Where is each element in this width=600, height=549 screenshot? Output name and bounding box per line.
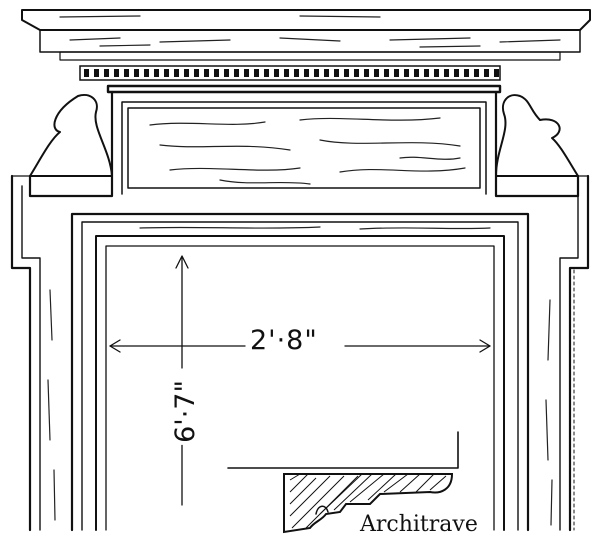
dentil-block (354, 69, 359, 77)
dentil-block (164, 69, 169, 77)
height-dimension-label: 6'·7" (169, 378, 201, 445)
dentil-row (79, 65, 501, 81)
dentil-block (204, 69, 209, 77)
dentil-block (224, 69, 229, 77)
architrave-section (227, 431, 459, 534)
dentil-block (274, 69, 279, 77)
dentil-block (434, 69, 439, 77)
cornice (21, 9, 591, 81)
dentil-block (484, 69, 489, 77)
height-dimension (175, 255, 189, 506)
dentil-block (304, 69, 309, 77)
dentil-block (144, 69, 149, 77)
dentil-block (414, 69, 419, 77)
dentil-block (134, 69, 139, 77)
dentil-block (394, 69, 399, 77)
frieze-panel (28, 84, 580, 198)
dentil-block (94, 69, 99, 77)
dentil-block (284, 69, 289, 77)
dentil-block (214, 69, 219, 77)
dentil-block (474, 69, 479, 77)
dentil-block (374, 69, 379, 77)
dentil-block (114, 69, 119, 77)
width-dimension-label: 2'·8" (246, 327, 322, 354)
dentil-block (254, 69, 259, 77)
dentil-block (464, 69, 469, 77)
dentil-block (364, 69, 369, 77)
dentil-block (174, 69, 179, 77)
architrave-frame (10, 174, 590, 532)
dentil-block (244, 69, 249, 77)
width-dimension (109, 339, 491, 353)
dentil-block (124, 69, 129, 77)
dentil-block (294, 69, 299, 77)
dentil-block (324, 69, 329, 77)
dentil-block (184, 69, 189, 77)
dentil-block (264, 69, 269, 77)
dentil-block (104, 69, 109, 77)
dentil-block (314, 69, 319, 77)
dentil-block (494, 69, 499, 77)
dentil-block (194, 69, 199, 77)
dentil-block (154, 69, 159, 77)
dentil-block (384, 69, 389, 77)
architrave-section-label: Architrave (360, 512, 478, 537)
dentil-block (84, 69, 89, 77)
dentil-block (424, 69, 429, 77)
dentil-block (454, 69, 459, 77)
dentil-block (444, 69, 449, 77)
dentil-block (334, 69, 339, 77)
dentil-block (404, 69, 409, 77)
dentil-block (234, 69, 239, 77)
dentil-block (344, 69, 349, 77)
